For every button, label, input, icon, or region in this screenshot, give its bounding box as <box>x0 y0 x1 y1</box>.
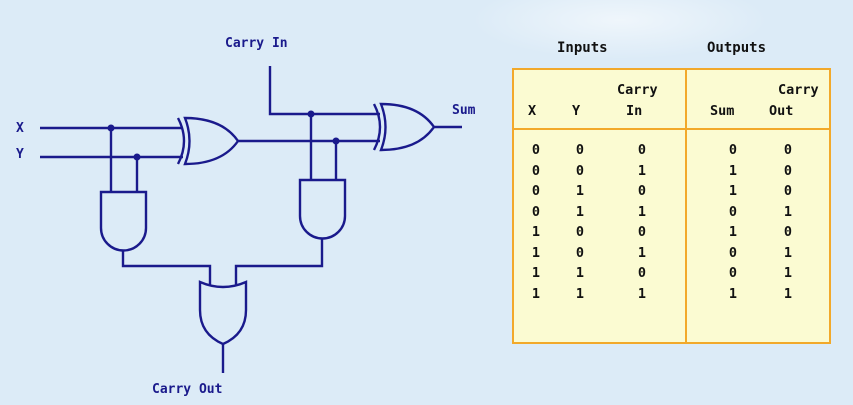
header-x: X <box>528 103 537 119</box>
cell-carry-in: 0 <box>637 183 647 199</box>
header-carry-in-top: Carry <box>617 82 658 98</box>
cell-y: 1 <box>575 183 585 199</box>
and-gate-1 <box>99 190 148 252</box>
cell-sum: 1 <box>728 224 738 240</box>
cell-x: 1 <box>531 244 541 261</box>
header-carry-out-top: Carry <box>778 82 819 98</box>
or-gate <box>198 280 248 346</box>
cell-x: 0 <box>531 142 541 158</box>
truth-table: Carry X Y In Carry Sum Out 0 0 0 0 0 0 0 1 1 0 0 1 0… <box>512 68 831 344</box>
cell-y: 1 <box>575 285 585 302</box>
cell-carry-out: 0 <box>783 162 793 179</box>
cell-carry-out: 0 <box>783 183 793 199</box>
cell-carry-in: 0 <box>637 142 647 158</box>
y-input-label: Y <box>16 147 24 162</box>
cell-carry-out: 0 <box>783 224 793 240</box>
cell-carry-in: 1 <box>637 244 647 261</box>
header-sum: Sum <box>710 103 735 119</box>
cell-carry-in: 1 <box>637 203 647 220</box>
cell-y: 0 <box>575 162 585 179</box>
cell-sum: 0 <box>728 203 738 220</box>
cell-sum: 1 <box>728 162 738 179</box>
cell-carry-in: 1 <box>637 285 647 302</box>
x-input-label: X <box>16 121 24 136</box>
carry-out-label: Carry Out <box>152 382 222 397</box>
header-carry-in-bottom: In <box>626 103 643 119</box>
carry-in-label: Carry In <box>225 36 288 51</box>
full-adder-circuit: Carry In X Y Sum Carry Out <box>16 36 476 397</box>
outputs-heading: Outputs <box>707 40 767 56</box>
inputs-heading: Inputs <box>557 40 608 56</box>
cell-carry-out: 0 <box>783 142 793 158</box>
header-carry-out-bottom: Out <box>769 103 794 119</box>
sum-output-label: Sum <box>452 103 476 118</box>
cell-y: 0 <box>575 224 585 240</box>
cell-carry-in: 1 <box>637 162 647 179</box>
cell-carry-in: 0 <box>637 265 647 281</box>
cell-x: 1 <box>531 265 541 281</box>
cell-x: 0 <box>531 203 541 220</box>
inputs-outputs-divider <box>685 70 687 342</box>
cell-y: 1 <box>575 265 585 281</box>
xor1-junction <box>332 137 340 145</box>
and2-to-or-wire <box>234 239 324 285</box>
x-junction <box>107 124 115 132</box>
cell-carry-out: 1 <box>783 203 793 220</box>
and1-to-or-wire <box>121 251 212 285</box>
cell-y: 1 <box>575 203 585 220</box>
cell-carry-out: 1 <box>783 265 793 281</box>
background-highlight <box>470 0 770 60</box>
cell-carry-out: 1 <box>783 244 793 261</box>
cell-carry-in: 0 <box>637 224 647 240</box>
cell-y: 0 <box>575 142 585 158</box>
cell-x: 1 <box>531 224 541 240</box>
header-rule <box>514 128 829 130</box>
cell-x: 0 <box>531 183 541 199</box>
cell-y: 0 <box>575 244 585 261</box>
carry-in-junction <box>307 110 315 118</box>
cell-sum: 1 <box>728 183 738 199</box>
cell-x: 0 <box>531 162 541 179</box>
cell-sum: 0 <box>728 142 738 158</box>
header-y: Y <box>572 103 581 119</box>
cell-carry-out: 1 <box>783 285 793 302</box>
y-junction <box>133 153 141 161</box>
and-gate-2 <box>298 178 347 240</box>
xor-gate-1 <box>176 116 240 166</box>
xor-gate-2 <box>372 102 436 152</box>
cell-sum: 1 <box>728 285 738 302</box>
cell-sum: 0 <box>728 265 738 281</box>
cell-x: 1 <box>531 285 541 302</box>
cell-sum: 0 <box>728 244 738 261</box>
carry-in-wire <box>268 66 380 116</box>
